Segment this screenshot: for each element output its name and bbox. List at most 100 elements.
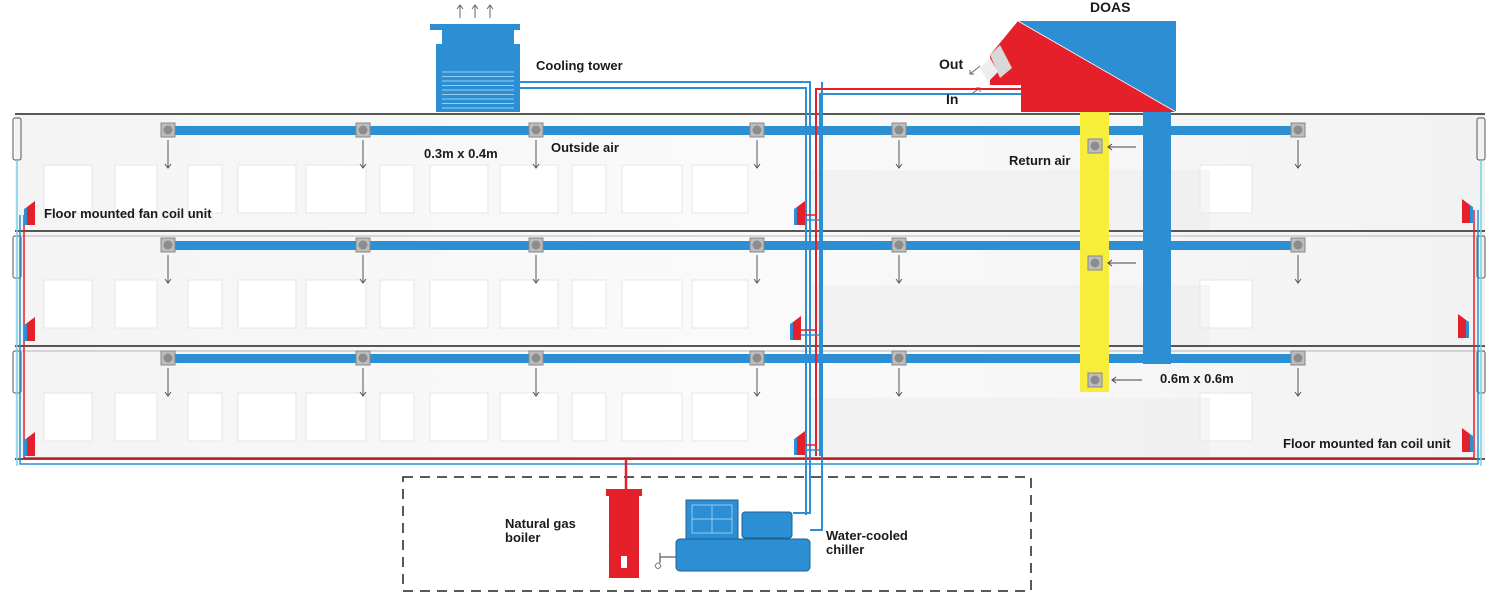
window (114, 392, 158, 442)
cooling-tower (430, 24, 520, 112)
air-arrow-head (753, 163, 761, 169)
fan-coil-unit (1462, 199, 1473, 223)
fan-coil-unit (1458, 314, 1469, 338)
diffuser-core (894, 353, 904, 363)
air-arrow-head (753, 278, 761, 284)
chiller-label-line2: chiller (826, 542, 865, 557)
fan-coil-unit (794, 431, 805, 455)
window (571, 164, 607, 214)
boiler (606, 459, 642, 578)
fan-coil-unit (24, 201, 35, 225)
air-arrow-head (359, 278, 367, 284)
window (114, 279, 158, 329)
diffuser-core (752, 240, 762, 250)
window (429, 279, 489, 329)
return-arrows (1107, 143, 1142, 384)
diffuser-core (531, 353, 541, 363)
diffuser-core (1293, 240, 1303, 250)
chiller (654, 499, 811, 572)
return-air-label: Return air (1009, 153, 1071, 168)
air-arrow-head (753, 391, 761, 397)
window (114, 164, 158, 214)
air-arrow-head (164, 278, 172, 284)
window (43, 164, 93, 214)
fcu-label-right: Floor mounted fan coil unit (1283, 436, 1451, 451)
window (187, 279, 223, 329)
air-arrow-head (359, 391, 367, 397)
diffuser-set (160, 122, 1306, 397)
air-arrow-head (532, 163, 540, 169)
air-arrow-head (359, 163, 367, 169)
window (187, 392, 223, 442)
diffuser-core (358, 240, 368, 250)
diffuser-core (894, 125, 904, 135)
air-arrow-head (532, 278, 540, 284)
fan-coil-units (24, 199, 1473, 456)
boiler-label-line2: boiler (505, 530, 541, 545)
diffuser-core (1293, 353, 1303, 363)
window (571, 279, 607, 329)
window (379, 392, 415, 442)
duct-floor-1 (168, 354, 1300, 363)
diffuser-core (1293, 125, 1303, 135)
diffuser-core (531, 125, 541, 135)
duct-floor-3 (168, 126, 1300, 135)
diffuser-core (163, 240, 173, 250)
window (237, 279, 297, 329)
diffuser-core (752, 353, 762, 363)
outside-air-ducts (168, 126, 1300, 363)
air-arrow-head (1294, 278, 1302, 284)
window (499, 164, 559, 214)
window (43, 279, 93, 329)
building-interior (15, 115, 1485, 458)
air-arrow-head (895, 163, 903, 169)
floor-slabs (15, 113, 1485, 460)
chiller-label-line1: Water-cooled (826, 528, 908, 543)
fcu-label-left: Floor mounted fan coil unit (44, 206, 212, 221)
diffuser-core (163, 353, 173, 363)
return-grilles (1087, 138, 1103, 388)
duct-size-large-label: 0.6m x 0.6m (1160, 371, 1234, 386)
air-arrow-head (1294, 391, 1302, 397)
window (237, 392, 297, 442)
window (305, 279, 367, 329)
in-label: In (946, 91, 959, 107)
outside-air-label: Outside air (551, 140, 619, 155)
plant-room (402, 476, 1032, 592)
cooling-tower-label: Cooling tower (536, 58, 623, 73)
fan-coil-unit (794, 201, 805, 225)
out-label: Out (939, 56, 964, 72)
window (429, 392, 489, 442)
window (379, 164, 415, 214)
building-section (15, 115, 1485, 458)
window (499, 392, 559, 442)
doas-unit (980, 20, 1177, 113)
window (43, 392, 93, 442)
exhaust-arrows (456, 4, 494, 18)
window (305, 392, 367, 442)
air-arrow-head (164, 391, 172, 397)
window (691, 279, 749, 329)
window (499, 279, 559, 329)
window (429, 164, 489, 214)
window (571, 392, 607, 442)
window (621, 392, 683, 442)
facade (12, 117, 1486, 466)
return-air-shaft (1080, 112, 1109, 392)
window (379, 279, 415, 329)
window (691, 392, 749, 442)
fan-coil-unit (1462, 428, 1473, 452)
air-arrow-head (532, 391, 540, 397)
supply-shaft (1143, 108, 1171, 364)
window (237, 164, 297, 214)
diffuser-core (163, 125, 173, 135)
air-arrow-head (895, 278, 903, 284)
diffuser-core (358, 353, 368, 363)
diffuser-core (531, 240, 541, 250)
air-arrow-head (164, 163, 172, 169)
diffuser-core (752, 125, 762, 135)
air-arrow-head (895, 391, 903, 397)
doas-label: DOAS (1090, 0, 1131, 15)
